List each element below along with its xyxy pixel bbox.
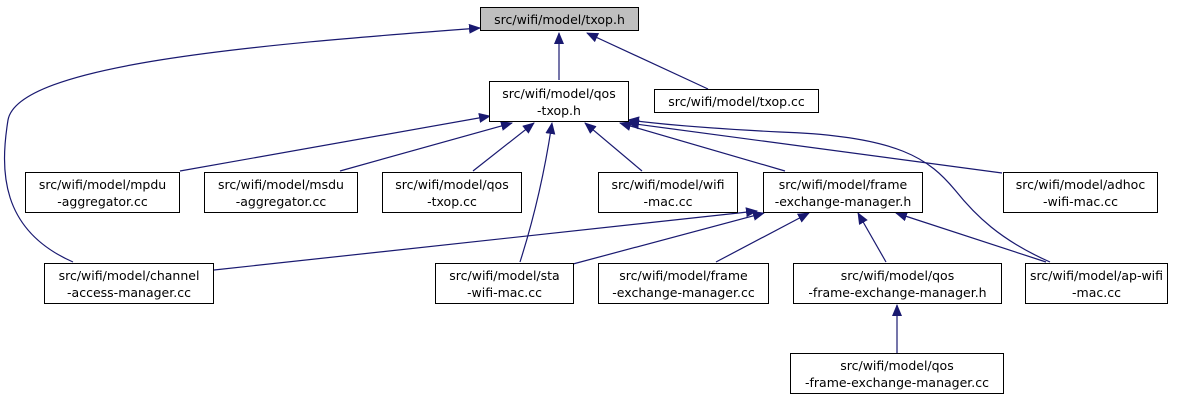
node-label-line-2: -mac.cc bbox=[643, 193, 693, 209]
node-label-line-2: -mac.cc bbox=[1072, 284, 1121, 300]
node-label-line-1: src/wifi/model/adhoc bbox=[1015, 176, 1146, 192]
node-label-line-1: src/wifi/model/qos bbox=[840, 267, 955, 283]
edge-channel-access-manager-to-frame-exchange-manager-h bbox=[213, 207, 758, 271]
node-label-line-1: src/wifi/model/txop.cc bbox=[668, 93, 805, 109]
edge-qos-txop-cc-to-qos-txop-h bbox=[472, 122, 535, 172]
node-label-line-1: src/wifi/model/qos bbox=[840, 357, 954, 373]
node-label-line-1: src/wifi/model/ap-wifi bbox=[1029, 267, 1164, 283]
node-txop-cc[interactable]: src/wifi/model/txop.cc bbox=[654, 89, 819, 113]
node-frame-exchange-manager-cc[interactable]: src/wifi/model/frame -exchange-manager.c… bbox=[598, 263, 769, 304]
edge-ap-wifi-mac-to-frame-exchange-manager-h bbox=[895, 211, 1047, 263]
node-wifi-mac-cc[interactable]: src/wifi/model/wifi -mac.cc bbox=[598, 172, 738, 213]
node-label-line-1: src/wifi/model/channel bbox=[58, 267, 200, 283]
node-msdu-aggregator-cc[interactable]: src/wifi/model/msdu -aggregator.cc bbox=[204, 172, 358, 213]
edge-frame-exchange-manager-h-to-qos-txop-h bbox=[619, 121, 786, 172]
node-qos-frame-exchange-manager-h[interactable]: src/wifi/model/qos -frame-exchange-manag… bbox=[793, 263, 1002, 304]
node-qos-txop-h[interactable]: src/wifi/model/qos -txop.h bbox=[489, 81, 629, 122]
edge-sta-wifi-mac-to-qos-txop-h bbox=[519, 122, 556, 263]
node-label-line-1: src/wifi/model/sta bbox=[449, 267, 560, 283]
node-label-line-1: src/wifi/model/mpdu bbox=[38, 176, 167, 192]
node-label-line-2: -frame-exchange-manager.cc bbox=[804, 374, 989, 390]
edge-msdu-aggregator-to-qos-txop-h bbox=[339, 121, 513, 172]
node-label-line-2: -txop.cc bbox=[427, 193, 477, 209]
node-label-line-1: src/wifi/model/msdu bbox=[218, 176, 344, 192]
node-qos-frame-exchange-manager-cc[interactable]: src/wifi/model/qos -frame-exchange-manag… bbox=[790, 353, 1004, 394]
node-qos-txop-cc[interactable]: src/wifi/model/qos -txop.cc bbox=[382, 172, 522, 213]
node-label-line-2: -access-manager.cc bbox=[67, 284, 191, 300]
node-label-line-2: -exchange-manager.h bbox=[774, 193, 912, 209]
edge-ap-wifi-mac-to-qos-txop-h bbox=[627, 116, 1051, 263]
node-frame-exchange-manager-h[interactable]: src/wifi/model/frame -exchange-manager.h bbox=[763, 172, 923, 213]
node-label-line-2: -aggregator.cc bbox=[57, 193, 148, 209]
node-label-line-1: src/wifi/model/wifi bbox=[611, 176, 725, 192]
node-label-line-2: -wifi-mac.cc bbox=[466, 284, 543, 300]
node-ap-wifi-mac-cc[interactable]: src/wifi/model/ap-wifi -mac.cc bbox=[1025, 263, 1168, 304]
node-txop-h[interactable]: src/wifi/model/txop.h bbox=[480, 7, 639, 31]
node-label-line-1: src/wifi/model/frame bbox=[619, 267, 748, 283]
edge-frame-exchange-manager-cc-to-frame-exchange-manager-h bbox=[715, 212, 810, 263]
node-mpdu-aggregator-cc[interactable]: src/wifi/model/mpdu -aggregator.cc bbox=[25, 172, 180, 213]
node-label-line-2: -frame-exchange-manager.h bbox=[808, 284, 987, 300]
node-channel-access-manager-cc[interactable]: src/wifi/model/channel -access-manager.c… bbox=[44, 263, 214, 304]
edge-qos-frame-exchange-manager-h-to-frame-exchange-manager-h bbox=[857, 212, 887, 263]
node-label-line-2: -txop.h bbox=[537, 102, 581, 118]
node-label-line-1: src/wifi/model/qos bbox=[395, 176, 509, 192]
node-label-line-2: -exchange-manager.cc bbox=[612, 284, 755, 300]
node-label-line-1: src/wifi/model/frame bbox=[778, 176, 908, 192]
edge-mpdu-aggregator-to-qos-txop-h bbox=[179, 112, 491, 172]
edge-txop-cc-to-txop-h bbox=[586, 32, 709, 90]
node-sta-wifi-mac-cc[interactable]: src/wifi/model/sta -wifi-mac.cc bbox=[435, 263, 574, 304]
node-adhoc-wifi-mac-cc[interactable]: src/wifi/model/adhoc -wifi-mac.cc bbox=[1003, 172, 1158, 213]
edge-adhoc-wifi-mac-to-qos-txop-h bbox=[627, 119, 1003, 174]
node-label-line-1: src/wifi/model/qos bbox=[502, 85, 616, 101]
edge-wifi-mac-to-qos-txop-h bbox=[584, 122, 643, 172]
edge-sta-wifi-mac-to-frame-exchange-manager-h bbox=[572, 211, 765, 265]
node-label-line-2: -wifi-mac.cc bbox=[1042, 193, 1119, 209]
node-label-line-2: -aggregator.cc bbox=[235, 193, 327, 209]
node-label-line-1: src/wifi/model/txop.h bbox=[494, 11, 625, 27]
edge-channel-access-manager-to-txop-h bbox=[3, 23, 481, 263]
